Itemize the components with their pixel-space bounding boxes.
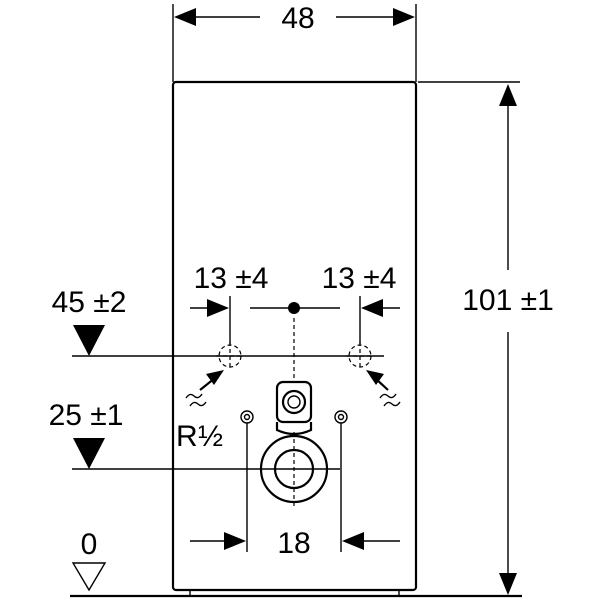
height-dimension: 101 ±1 [418,81,554,595]
arrow-down-icon [499,573,517,595]
arrow-left-icon [174,8,196,26]
flush-connection [275,380,313,436]
offset-right-label: 13 ±4 [322,262,397,295]
level-marker-solid-icon [73,438,105,469]
stud-spacing-label: 18 [277,527,310,560]
center-point-icon [288,302,300,314]
floor-level: 0 [70,528,522,598]
water-flow-right-icon [366,370,401,407]
stud-spacing-dimension: 18 [190,527,400,560]
arrow-right-icon [207,299,229,317]
arrow-right-icon [224,532,246,550]
thread-prefix: R [176,420,198,453]
upper-level: 45 ±2 [52,286,384,357]
arrow-left-icon [361,299,383,317]
level-marker-solid-icon [73,325,105,356]
upper-level-label: 45 ±2 [52,286,127,319]
arrow-left-icon [342,532,364,550]
height-label: 101 ±1 [462,284,554,317]
offset-left-label: 13 ±4 [194,262,269,295]
arrow-up-icon [499,84,517,106]
thread-label: R ½ [176,420,223,453]
lower-level: 25 ±1 [49,399,340,470]
fixing-stud-right [334,410,348,552]
inlet-offset-dimension: 13 ±4 13 ±4 [190,262,400,344]
floor-level-label: 0 [81,528,98,561]
thread-fraction: ½ [198,420,223,453]
fixing-stud-left [240,410,254,552]
lower-level-label: 25 ±1 [49,399,124,432]
arrow-right-icon [393,8,415,26]
water-inlet-left [216,342,244,370]
width-label: 48 [281,2,314,35]
level-marker-open-icon [71,562,107,592]
drain-pipe [259,432,329,506]
water-inlet-right [346,342,374,370]
width-dimension: 48 [172,2,417,82]
water-flow-left-icon [185,370,224,407]
